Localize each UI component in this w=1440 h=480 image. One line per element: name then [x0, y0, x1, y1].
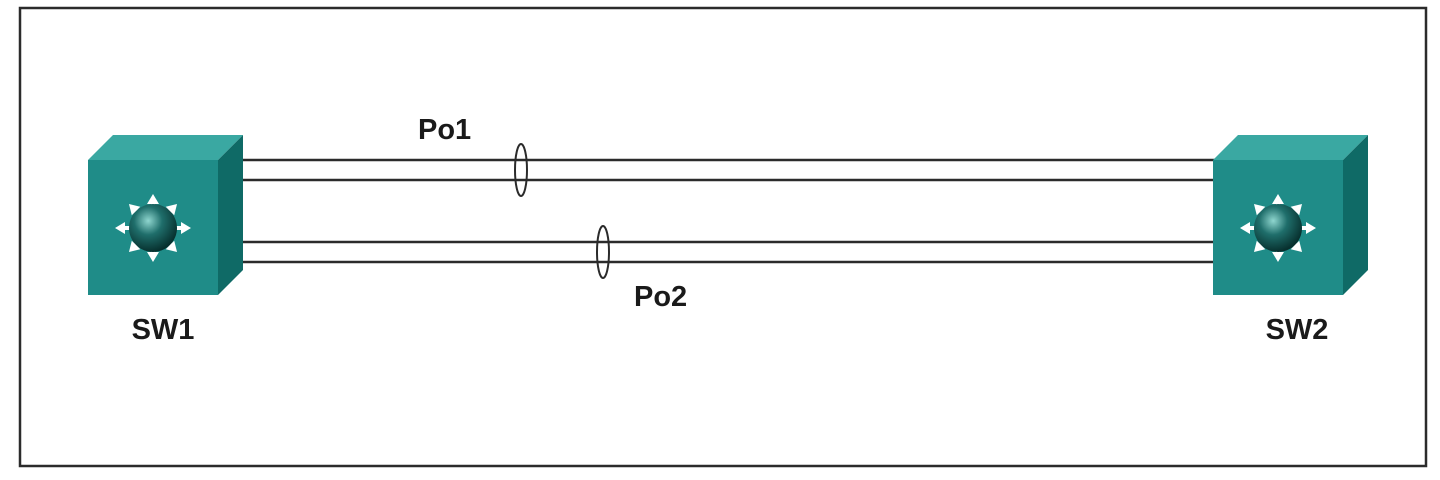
- link-label-po1: Po1: [418, 114, 471, 146]
- multilayer-switch-icon: [102, 177, 204, 279]
- switch-top-face: [88, 135, 243, 160]
- link-po2: [240, 225, 1218, 279]
- etherchannel-oval-icon: [514, 143, 528, 197]
- multilayer-switch-icon: [1227, 177, 1329, 279]
- switch-side-face: [218, 135, 243, 295]
- switch-side-face: [1343, 135, 1368, 295]
- switch-label-sw1: SW1: [132, 314, 195, 346]
- link-label-po2: Po2: [634, 281, 687, 313]
- link-po1: [240, 143, 1218, 197]
- etherchannel-oval-icon: [596, 225, 610, 279]
- switch-top-face: [1213, 135, 1368, 160]
- switch-sw1[interactable]: [88, 135, 243, 295]
- diagram-frame: [18, 6, 1428, 468]
- switch-sw2[interactable]: [1213, 135, 1368, 295]
- switch-label-sw2: SW2: [1266, 314, 1329, 346]
